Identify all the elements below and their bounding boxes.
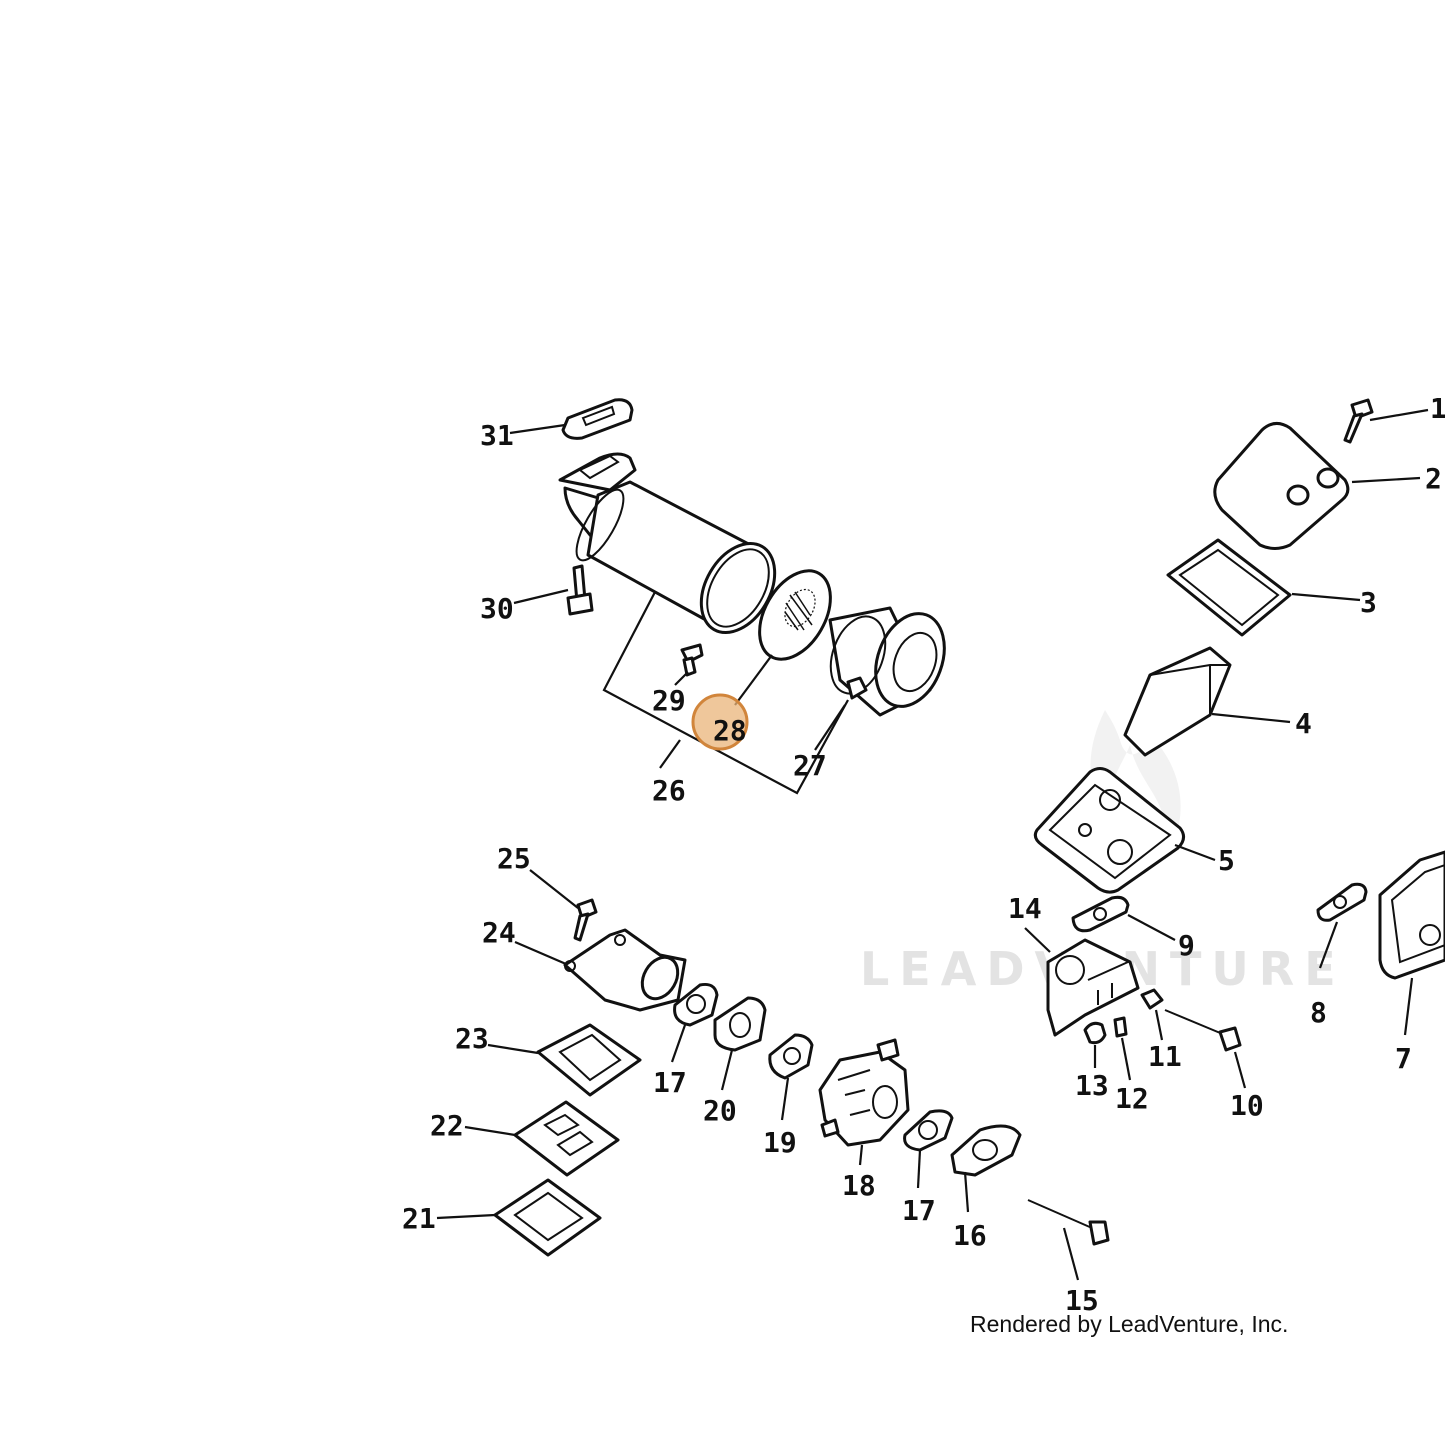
callout-15[interactable]: 15 (1065, 1284, 1099, 1317)
part-4-filter[interactable] (1123, 646, 1232, 757)
render-credit: Rendered by LeadVenture, Inc. (970, 1311, 1288, 1337)
callout-13[interactable]: 13 (1075, 1069, 1109, 1102)
callout-10[interactable]: 10 (1230, 1089, 1264, 1122)
part-19-gasket[interactable] (768, 1033, 814, 1080)
callout-16[interactable]: 16 (953, 1219, 987, 1252)
part-28-screen[interactable] (745, 558, 845, 671)
part-15-bolt[interactable] (1027, 1199, 1110, 1246)
part-14-bracket[interactable] (1046, 938, 1140, 1037)
part-10-rod[interactable] (1164, 1009, 1242, 1052)
callout-8[interactable]: 8 (1310, 996, 1327, 1029)
part-7-cover[interactable] (1378, 850, 1445, 980)
callout-17-upper[interactable]: 17 (653, 1066, 687, 1099)
part-30-bolt[interactable] (566, 564, 594, 616)
callout-2[interactable]: 2 (1425, 462, 1442, 495)
callout-29[interactable]: 29 (652, 684, 686, 717)
part-13-knob[interactable] (1083, 1021, 1107, 1045)
callout-30[interactable]: 30 (480, 592, 514, 625)
callout-28[interactable]: 28 (713, 714, 747, 747)
part-25-screw[interactable] (573, 898, 598, 942)
callout-9[interactable]: 9 (1178, 929, 1195, 962)
callout-7[interactable]: 7 (1395, 1042, 1412, 1075)
callout-19[interactable]: 19 (763, 1126, 797, 1159)
part-9-gasket[interactable] (1071, 895, 1130, 933)
callout-18[interactable]: 18 (842, 1169, 876, 1202)
callout-1[interactable]: 1 (1430, 392, 1445, 425)
callout-12[interactable]: 12 (1115, 1082, 1149, 1115)
callout-23[interactable]: 23 (455, 1022, 489, 1055)
part-23-gasket[interactable] (536, 1023, 642, 1097)
callout-24[interactable]: 24 (482, 916, 516, 949)
part-11-nut[interactable] (1140, 988, 1164, 1010)
part-20-spacer[interactable] (713, 996, 767, 1052)
part-2-cover[interactable] (1213, 422, 1350, 550)
part-16-insulator[interactable] (950, 1124, 1022, 1177)
part-17-gasket-lower[interactable] (903, 1109, 954, 1152)
callout-5[interactable]: 5 (1218, 844, 1235, 877)
callout-11[interactable]: 11 (1148, 1040, 1182, 1073)
callout-4[interactable]: 4 (1295, 707, 1312, 740)
callout-22[interactable]: 22 (430, 1109, 464, 1142)
part-22-gasket[interactable] (513, 1100, 620, 1177)
part-1-screw[interactable] (1343, 398, 1374, 444)
callout-31[interactable]: 31 (480, 419, 514, 452)
highlight-circle (691, 693, 749, 751)
part-17-gasket-upper[interactable] (673, 983, 719, 1027)
callout-17-lower[interactable]: 17 (902, 1194, 936, 1227)
callout-27[interactable]: 27 (793, 749, 827, 782)
part-26-muffler[interactable] (558, 452, 790, 646)
callout-14[interactable]: 14 (1008, 892, 1042, 925)
part-27-spark-arrester-cap[interactable] (821, 604, 957, 717)
part-5-base[interactable] (1033, 767, 1185, 894)
callout-3[interactable]: 3 (1360, 586, 1377, 619)
part-31-gasket[interactable] (561, 398, 634, 440)
part-29-screw[interactable] (680, 643, 704, 677)
part-12-clip[interactable] (1113, 1016, 1128, 1038)
part-24-manifold[interactable] (563, 928, 687, 1012)
callout-26[interactable]: 26 (652, 774, 686, 807)
part-3-gasket[interactable] (1166, 538, 1292, 637)
part-18-carburetor[interactable] (818, 1038, 910, 1147)
callout-20[interactable]: 20 (703, 1094, 737, 1127)
callout-25[interactable]: 25 (497, 842, 531, 875)
part-8-gasket[interactable] (1316, 882, 1368, 922)
callout-21[interactable]: 21 (402, 1202, 436, 1235)
part-21-gasket[interactable] (493, 1178, 602, 1257)
